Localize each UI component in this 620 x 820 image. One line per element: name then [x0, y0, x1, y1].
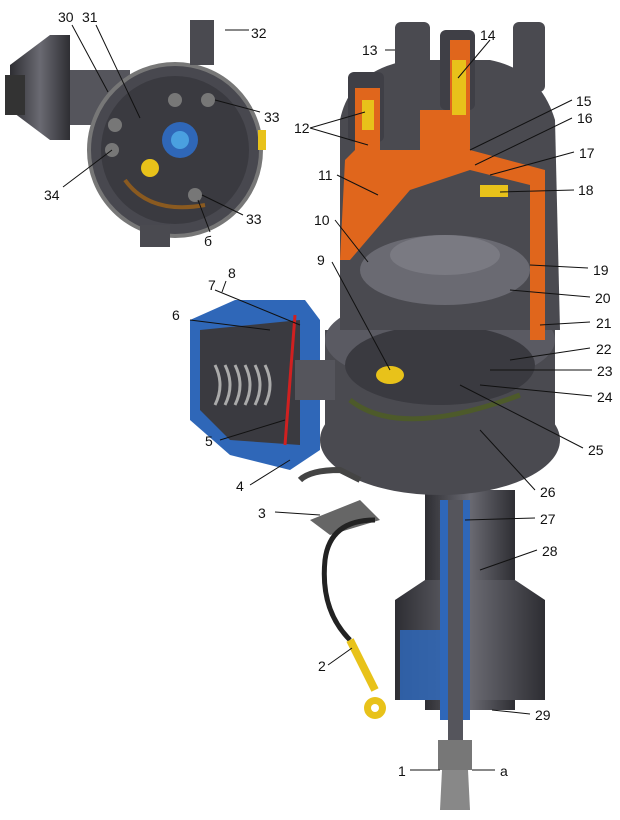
callout-15: 15: [576, 93, 592, 109]
inset-breaker-plate-view: [5, 20, 266, 247]
callout-22: 22: [596, 341, 612, 357]
distributor-body: [190, 22, 560, 810]
callout-26: 26: [540, 484, 556, 500]
callout-7: 7: [208, 277, 216, 293]
callout-28: 28: [542, 543, 558, 559]
callout-33-upper: 33: [264, 109, 280, 125]
callout-20: 20: [595, 290, 611, 306]
callout-21: 21: [596, 315, 612, 331]
callout-25: 25: [588, 442, 604, 458]
callout-1: 1: [398, 763, 406, 779]
callout-10: 10: [314, 212, 330, 228]
callout-11: 11: [318, 167, 333, 183]
callout-8: 8: [228, 265, 236, 281]
callout-16: 16: [577, 110, 593, 126]
callout-13: 13: [362, 42, 378, 58]
callout-34: 34: [44, 187, 60, 203]
callout-18: 18: [578, 182, 594, 198]
callout-b: б: [204, 233, 212, 249]
callout-4: 4: [236, 478, 244, 494]
callout-33-lower: 33: [246, 211, 262, 227]
leader-lines: [62, 24, 593, 771]
callout-32: 32: [251, 25, 267, 41]
callout-19: 19: [593, 262, 609, 278]
callout-14: 14: [480, 27, 496, 43]
callout-a: a: [500, 763, 508, 779]
callout-9: 9: [317, 252, 325, 268]
callout-29: 29: [535, 707, 551, 723]
callout-17: 17: [579, 145, 595, 161]
callout-3: 3: [258, 505, 266, 521]
callout-23: 23: [597, 363, 613, 379]
callout-12: 12: [294, 120, 310, 136]
callout-5: 5: [205, 433, 213, 449]
callout-30: 30: [58, 9, 74, 25]
main-callouts: 13 14 15 16 17 18 12 11 10 19 20 21 22 2…: [172, 27, 613, 779]
callout-31: 31: [82, 9, 98, 25]
callout-6: 6: [172, 307, 180, 323]
callout-27: 27: [540, 511, 556, 527]
inset-callouts: 30 31 32 33 34 33 б: [44, 9, 280, 249]
callout-24: 24: [597, 389, 613, 405]
callout-2: 2: [318, 658, 326, 674]
